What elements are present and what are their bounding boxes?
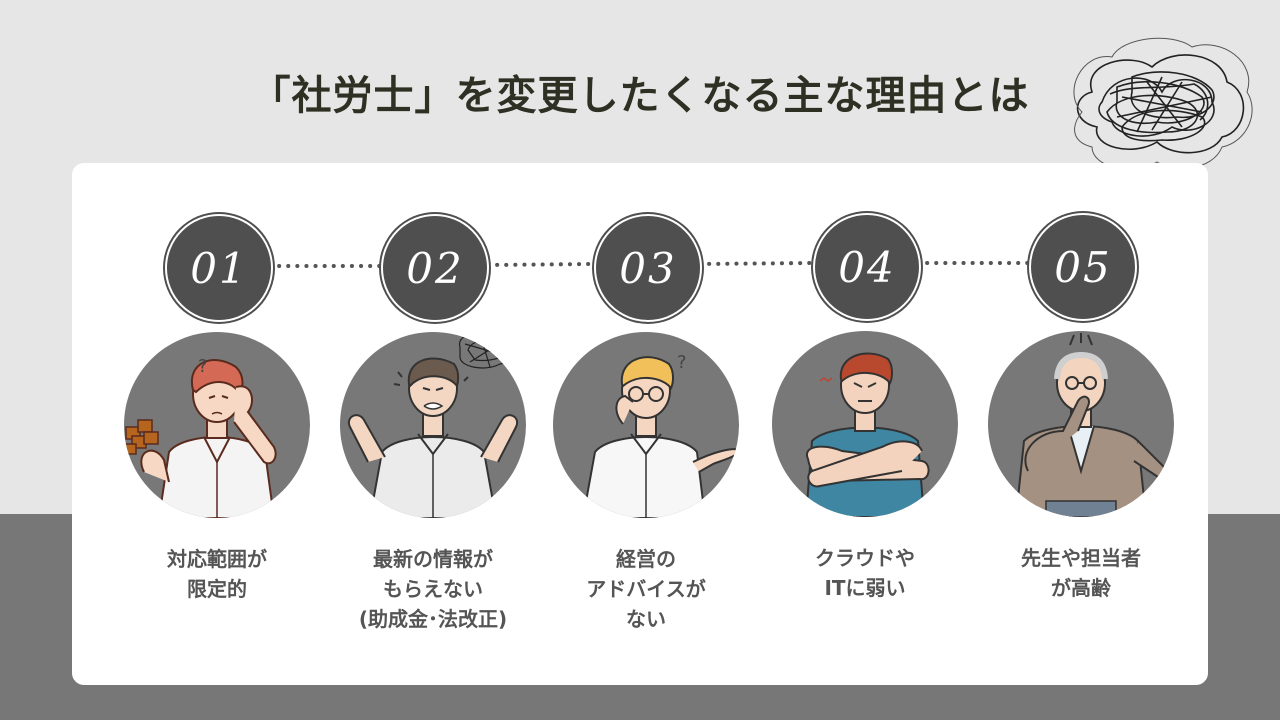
step-3: 03 ? 経営の アドバイスが ない: [531, 214, 761, 634]
elderly-man-illustration: [988, 331, 1174, 517]
step-label: クラウドや ITに弱い: [815, 546, 915, 600]
page-title: 「社労士」を変更したくなる主な理由とは: [250, 73, 1030, 119]
step-number: 05: [1029, 213, 1137, 321]
questioning-man-illustration: ?: [553, 332, 739, 518]
step-2: 02 最新の情報が もらえない (助成金･法改正): [318, 214, 548, 634]
step-5: 05 先生や担当者 が高齢: [966, 213, 1196, 633]
step-1: 01 ? 対応範囲が 限定的: [102, 214, 332, 634]
step-number: 04: [813, 213, 921, 321]
step-number: 01: [165, 214, 273, 322]
step-label: 経営の アドバイスが ない: [586, 547, 706, 631]
step-label: 先生や担当者 が高齢: [1021, 546, 1141, 600]
confused-man-illustration: ?: [124, 332, 310, 518]
annoyed-man-illustration: [772, 331, 958, 517]
step-number: 02: [381, 214, 489, 322]
step-4: 04 クラウドや ITに弱い: [750, 213, 980, 633]
step-number: 03: [594, 214, 702, 322]
svg-text:?: ?: [677, 352, 687, 373]
frustrated-man-illustration: [340, 332, 526, 518]
step-label: 最新の情報が もらえない (助成金･法改正): [358, 547, 508, 631]
step-label: 対応範囲が 限定的: [167, 547, 267, 601]
svg-text:?: ?: [198, 356, 208, 377]
